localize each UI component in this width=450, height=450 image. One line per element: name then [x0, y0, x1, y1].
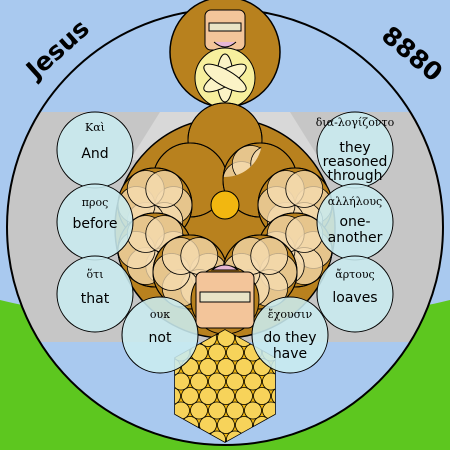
honeycomb-cell	[217, 358, 235, 376]
bubble-and: Καὶ And	[56, 111, 134, 189]
bubble-one-another: αλλήλους one- another	[316, 183, 394, 261]
honeycomb-cell	[181, 387, 199, 405]
center-eye	[210, 190, 240, 220]
honeycomb-cell	[253, 387, 271, 405]
honeycomb-cell	[199, 358, 217, 376]
bubble-greek: προς	[82, 196, 108, 209]
bubble-greek: ἄρτους	[335, 268, 374, 281]
bubble-greek: αλλήλους	[328, 195, 382, 208]
bubble-do-they-have: ἔχουσιν do they have	[251, 296, 329, 374]
bubble-english: not	[149, 330, 172, 346]
honeycomb-cell	[190, 372, 208, 391]
bubble-greek: ὅτι	[86, 268, 103, 281]
lower-face-eyes	[199, 291, 251, 303]
bubble-english-line2: another	[328, 230, 383, 246]
honeycomb-cell	[235, 387, 253, 405]
bubble-english: loaves	[332, 290, 377, 306]
honeycomb-cell	[208, 401, 226, 420]
bubble-greek: δια-λογίζοντο	[316, 116, 395, 129]
honeycomb-cell	[175, 372, 190, 391]
honeycomb-cell	[208, 372, 226, 391]
bubble-english-line1: do they	[263, 330, 316, 346]
bubble-english: that	[81, 291, 110, 307]
bubble-english: And	[81, 146, 108, 162]
bubble-english-line3: through	[327, 168, 382, 184]
honeycomb-cell	[226, 372, 244, 391]
honeycomb-cell	[262, 372, 275, 391]
honeycomb-cell	[199, 387, 217, 405]
honeycomb-cell	[208, 343, 226, 362]
bubble-english-line2: reasoned	[323, 154, 388, 170]
honeycomb-cell	[217, 416, 235, 434]
lower-face-mouth	[210, 264, 240, 271]
bubble-english: before	[72, 216, 117, 232]
honeycomb-cell	[235, 358, 253, 376]
bubble-before: προς before	[56, 183, 134, 261]
honeycomb-cell	[190, 401, 208, 420]
honeycomb-cell	[226, 401, 244, 420]
bubble-that: ὅτι that	[56, 255, 134, 333]
bubble-greek: ἔχουσιν	[268, 308, 313, 321]
head-mouth	[213, 41, 237, 48]
bubble-english-line2: have	[273, 346, 307, 362]
honeycomb-cell	[244, 401, 262, 420]
bubble-english-line1: they	[339, 140, 370, 156]
bubble-greek: ουκ	[150, 308, 170, 321]
honeycomb-cell	[271, 387, 275, 405]
bubble-loaves: ἄρτους loaves	[316, 255, 394, 333]
bubble-not: ουκ not	[121, 296, 199, 374]
head-eyes	[208, 22, 242, 32]
bubble-they-reasoned-through: δια-λογίζοντο they reasoned through	[316, 111, 395, 189]
bubble-english-line1: one-	[339, 214, 370, 230]
honeycomb-cell	[175, 387, 181, 405]
word-bubbles: Καὶ And προς before ὅτι that ουκ not δια…	[56, 111, 395, 374]
honeycomb-cell	[217, 330, 235, 347]
honeycomb-cell	[226, 343, 244, 362]
honeycomb-cell	[217, 387, 235, 405]
head-petals	[203, 53, 247, 103]
honeycomb-cell	[244, 372, 262, 391]
bubble-greek: Καὶ	[85, 121, 105, 134]
